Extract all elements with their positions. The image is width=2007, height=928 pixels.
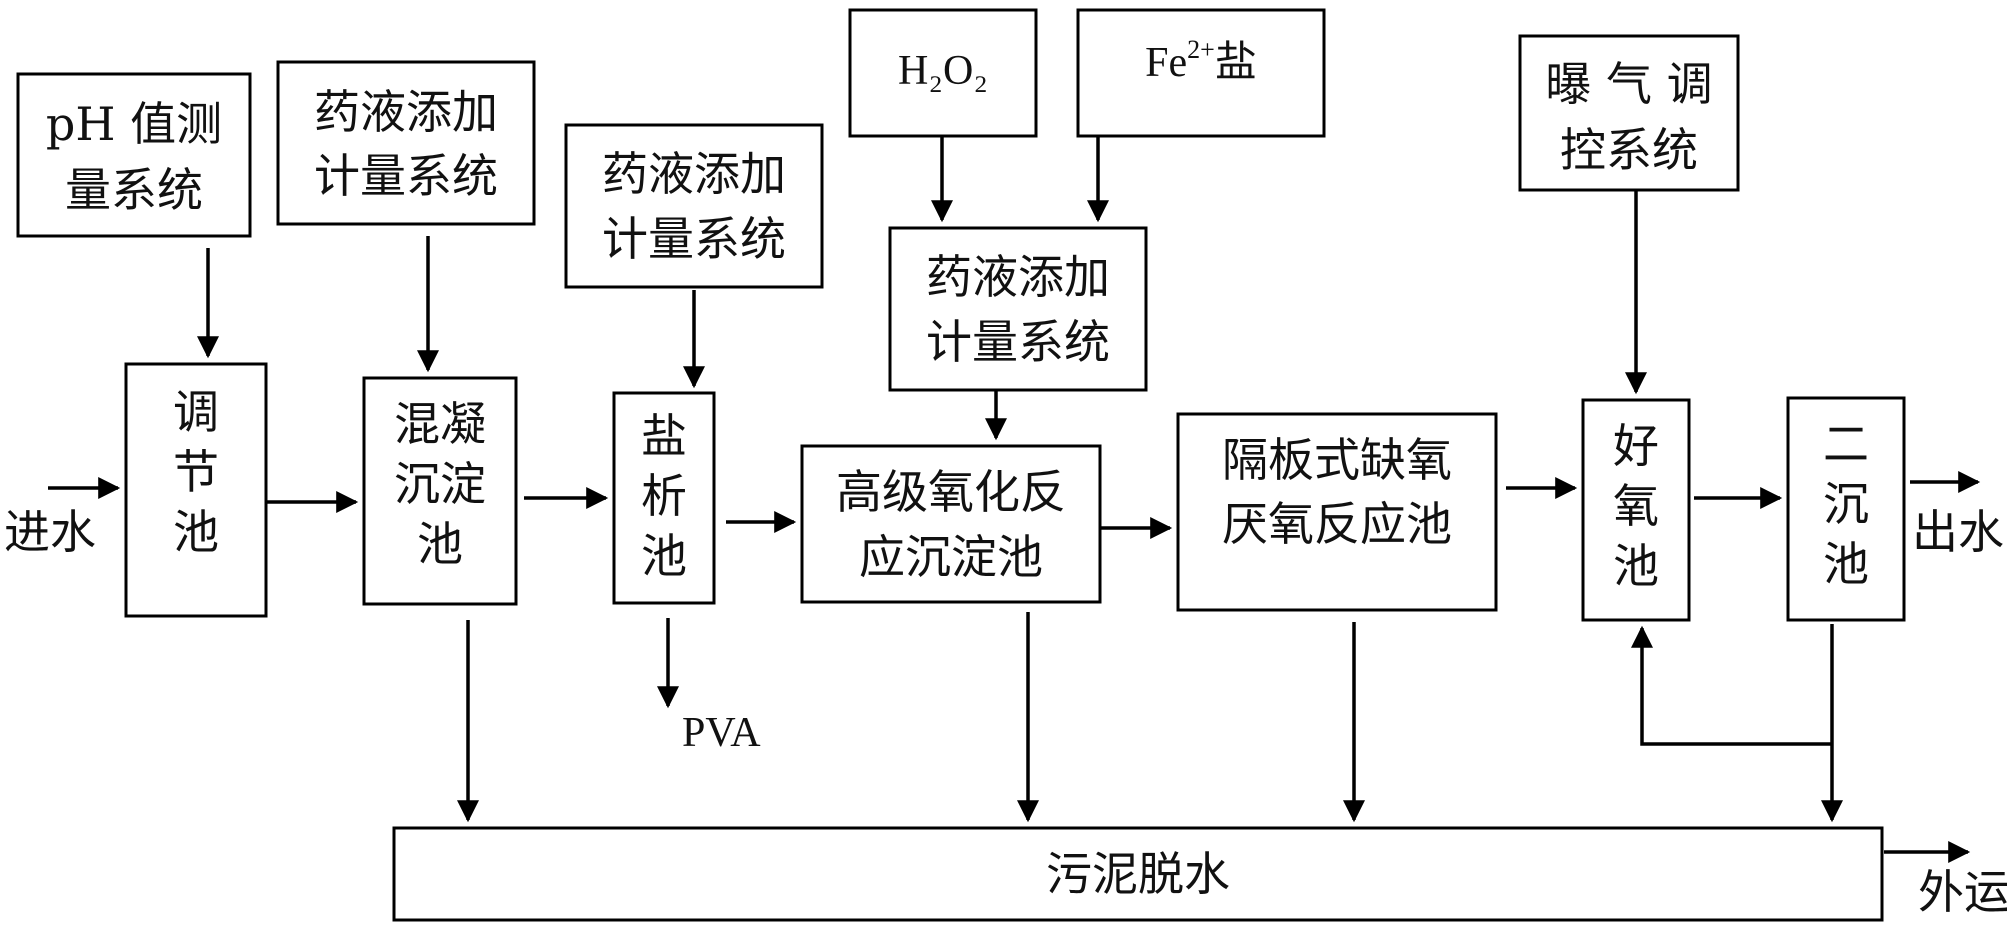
aeration-line1: 曝 气 调 bbox=[1545, 57, 1712, 111]
sludge-dewatering-box: 污泥脱水 bbox=[392, 826, 1884, 922]
fe-salt-box: Fe2+盐 bbox=[1076, 8, 1326, 138]
equalization-tank: 调 节 池 bbox=[124, 362, 268, 618]
dosing3-line1: 药液添加 bbox=[926, 250, 1110, 304]
h2o2-label: H₂O₂ bbox=[898, 48, 988, 94]
erchen-char2: 沉 bbox=[1823, 477, 1869, 531]
baffled-anoxic-anaerobic-tank: 隔板式缺氧 厌氧反应池 bbox=[1176, 412, 1498, 612]
secondary-clarifier: 二 沉 池 bbox=[1786, 396, 1906, 622]
fe-salt-tail: 盐 bbox=[1215, 40, 1257, 86]
tiaojie-char1: 调 bbox=[173, 385, 219, 439]
advanced-oxidation-tank: 高级氧化反 应沉淀池 bbox=[800, 444, 1102, 604]
dosing1-line2: 计量系统 bbox=[314, 149, 498, 203]
tiaojie-char2: 节 bbox=[173, 445, 219, 499]
erchen-char1: 二 bbox=[1823, 417, 1869, 471]
yanxi-char3: 池 bbox=[641, 529, 687, 583]
dosing2-line1: 药液添加 bbox=[602, 147, 786, 201]
aeration-line2: 控系统 bbox=[1560, 123, 1698, 177]
aeration-control-box: 曝 气 调 控系统 bbox=[1518, 34, 1740, 192]
pva-label: PVA bbox=[682, 710, 761, 756]
arrow-sludge-return bbox=[1631, 625, 1832, 746]
coagulation-sedimentation-tank: 混凝 沉淀 池 bbox=[362, 376, 518, 606]
outlet-label: 出水 bbox=[1912, 505, 2004, 559]
sludge-label: 污泥脱水 bbox=[1046, 847, 1230, 901]
hunning-line2: 沉淀 bbox=[394, 457, 486, 511]
tiaojie-char3: 池 bbox=[173, 505, 219, 559]
gaoji-line2: 应沉淀池 bbox=[859, 530, 1043, 584]
gaoji-line1: 高级氧化反 bbox=[836, 465, 1066, 519]
yanxi-char1: 盐 bbox=[641, 409, 687, 463]
hunning-line1: 混凝 bbox=[394, 397, 486, 451]
yanxi-char2: 析 bbox=[641, 469, 687, 523]
inlet-label: 进水 bbox=[4, 505, 96, 559]
dosing-box-1: 药液添加 计量系统 bbox=[276, 60, 536, 226]
dosing-box-2: 药液添加 计量系统 bbox=[564, 123, 824, 289]
transport-label: 外运 bbox=[1918, 865, 2007, 919]
erchen-char3: 池 bbox=[1823, 537, 1869, 591]
dosing-box-3: 药液添加 计量系统 bbox=[888, 226, 1148, 392]
fe-salt-base: Fe bbox=[1145, 40, 1187, 86]
geban-line2: 厌氧反应池 bbox=[1222, 497, 1452, 551]
ph-box-line2: 量系统 bbox=[65, 163, 203, 217]
haoyang-char1: 好 bbox=[1613, 419, 1659, 473]
dosing1-line1: 药液添加 bbox=[314, 85, 498, 139]
fe-salt-superscript: 2+ bbox=[1187, 35, 1215, 64]
fe-salt-label: Fe2+盐 bbox=[1145, 35, 1257, 86]
hunning-line3: 池 bbox=[417, 517, 463, 571]
dosing3-line2: 计量系统 bbox=[926, 315, 1110, 369]
h2o2-box: H₂O₂ bbox=[848, 8, 1038, 138]
ph-measurement-box: pH 值测 量系统 bbox=[16, 72, 252, 238]
haoyang-char2: 氧 bbox=[1613, 479, 1659, 533]
salting-out-tank: 盐 析 池 bbox=[612, 391, 716, 605]
dosing2-line2: 计量系统 bbox=[602, 212, 786, 266]
haoyang-char3: 池 bbox=[1613, 539, 1659, 593]
ph-box-line1: pH 值测 bbox=[46, 97, 222, 151]
geban-line1: 隔板式缺氧 bbox=[1222, 433, 1452, 487]
aerobic-tank: 好 氧 池 bbox=[1581, 398, 1691, 622]
